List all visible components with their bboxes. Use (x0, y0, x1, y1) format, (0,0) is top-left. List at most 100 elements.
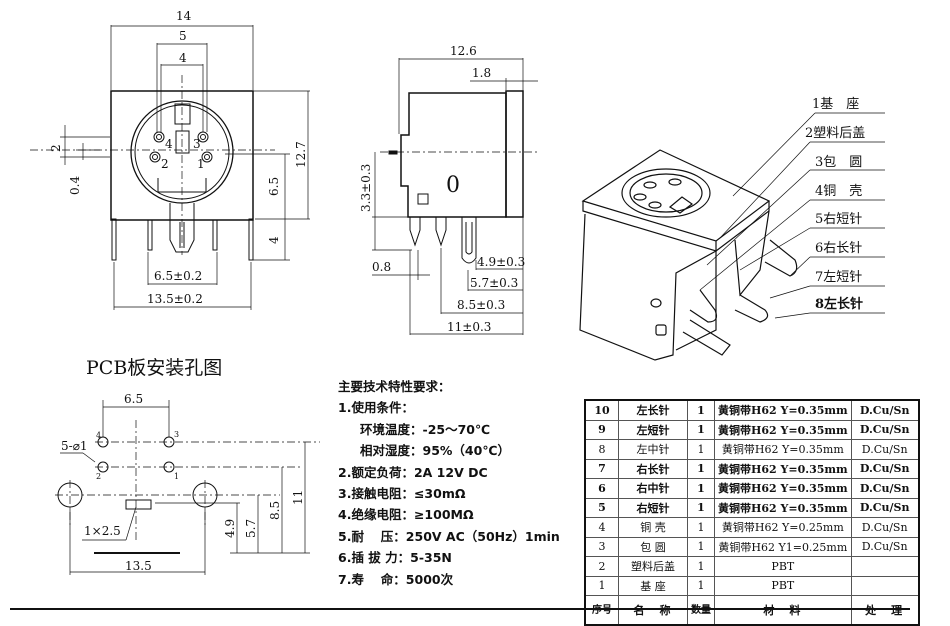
bom-cell: D.Cu/Sn (850, 399, 920, 421)
bom-cell: 6 (584, 478, 619, 499)
pin-number-2: 2 (161, 157, 169, 171)
bom-cell: PBT (714, 556, 852, 577)
bom-cell: 黄铜带H62 Y=0.35mm (714, 497, 852, 518)
bom-cell: 右短针 (618, 497, 688, 518)
dim-pin-4: 4 (267, 236, 281, 244)
dim-pin-span-inner: 6.5±0.2 (154, 269, 202, 283)
bom-cell: 1 (687, 478, 715, 499)
pcb-dim-holes: 5-⌀1 (61, 439, 88, 453)
bom-header-cell: 处 理 (850, 595, 920, 626)
bom-cell: D.Cu/Sn (850, 439, 920, 460)
bottom-divider (10, 608, 910, 610)
dim-pin-width-0-8: 0.8 (372, 260, 391, 274)
callout-8-left-long-pin: 8左长针 (815, 296, 863, 312)
front-dimension-lines (60, 25, 310, 310)
spec-line: 5.耐 压：250V AC（50Hz）1min (338, 528, 560, 544)
pcb-dim-8-5: 8.5 (268, 501, 282, 520)
dim-width-14: 14 (176, 9, 192, 23)
center-key (175, 130, 190, 154)
front-legs (111, 203, 254, 261)
bom-cell: 1 (687, 556, 715, 577)
bom-cell: 包 圆 (618, 536, 688, 557)
pcb-pin-4: 4 (96, 431, 101, 440)
pcb-dim-slot: 1×2.5 (84, 524, 121, 538)
bom-cell: 黄铜带H62 Y=0.35mm (714, 478, 852, 499)
bom-cell: D.Cu/Sn (850, 517, 920, 538)
bom-cell: 黄铜带H62 Y=0.35mm (714, 399, 852, 421)
callout-3-wrap: 3包 圆 (815, 155, 862, 170)
bom-cell: D.Cu/Sn (850, 458, 920, 479)
bom-cell: 10 (584, 399, 619, 421)
pin-number-1: 1 (197, 157, 205, 171)
side-dimension-lines (372, 58, 538, 335)
bom-cell: 1 (687, 399, 715, 421)
dim-spacing-5: 5 (179, 29, 187, 43)
bom-cell: 塑料后盖 (618, 556, 688, 577)
callout-5-right-short-pin: 5右短针 (815, 212, 862, 227)
dim-4-9: 4.9±0.3 (477, 255, 525, 269)
bom-cell: 1 (687, 536, 715, 557)
bom-cell: 8 (584, 439, 619, 460)
spec-line: 7.寿 命：5000次 (338, 571, 454, 587)
side-view: 0 12.6 1.8 3.3±0.3 0.8 4.9±0.3 5.7±0.3 8… (359, 44, 540, 335)
spec-line: 6.插 拔 力：5-35N (338, 550, 452, 566)
dim-center-3-3: 3.3±0.3 (359, 164, 373, 212)
pcb-title: PCB板安装孔图 (86, 357, 223, 379)
front-centerlines (30, 75, 275, 255)
dim-offset-0-4: 0.4 (68, 176, 82, 195)
dim-depth-12-6: 12.6 (450, 44, 477, 58)
bom-header-cell: 材 料 (714, 595, 852, 626)
bom-cell: 黄铜带H62 Y=0.35mm (714, 419, 852, 440)
callout-4-copper-shell: 4铜 壳 (815, 184, 862, 199)
dim-pin-span-outer: 13.5±0.2 (147, 292, 203, 306)
spec-line: 1.使用条件： (338, 400, 414, 416)
pcb-pin-1: 1 (174, 472, 179, 481)
specs-title: 主要技术特性要求： (338, 379, 451, 394)
bom-cell: 铜 壳 (618, 517, 688, 538)
pcb-pin-2: 2 (96, 472, 101, 481)
bom-cell: 1 (687, 497, 715, 518)
front-view: 4 3 2 1 (30, 9, 310, 310)
bom-cell: 黄铜带H62 Y1=0.25mm (714, 536, 852, 557)
dim-flange-1-8: 1.8 (472, 66, 491, 80)
bom-header-cell: 数量 (687, 595, 715, 626)
spec-line: 4.绝缘电阻：≥100MΩ (338, 507, 474, 523)
bom-cell: 7 (584, 458, 619, 479)
bom-cell: 1 (687, 575, 715, 596)
pcb-layout (55, 400, 320, 575)
bom-header-row: 序号名 称数量材 料处 理 (584, 595, 920, 626)
spec-line: 2.额定负荷：2A 12V DC (338, 464, 488, 480)
pin-number-4: 4 (165, 137, 173, 151)
callout-6-right-long-pin: 6右长针 (815, 241, 862, 256)
bom-cell: D.Cu/Sn (850, 478, 920, 499)
bom-header-cell: 序号 (584, 595, 619, 626)
callout-2-plastic-cover: 2塑料后盖 (805, 126, 865, 141)
dim-8-5: 8.5±0.3 (457, 298, 505, 312)
bom-cell: PBT (714, 575, 852, 596)
bom-cell: 9 (584, 419, 619, 440)
bom-cell: 1 (687, 517, 715, 538)
bom-cell: 1 (687, 458, 715, 479)
pcb-dim-13-5: 13.5 (125, 559, 152, 573)
specs-block: 主要技术特性要求： 1.使用条件： 环境温度：-25～70℃ 相对湿度：95%（… (338, 376, 560, 590)
dim-height-12-7: 12.7 (294, 141, 308, 168)
bom-cell: 左短针 (618, 419, 688, 440)
bom-cell: 黄铜带H62 Y=0.35mm (714, 439, 852, 460)
bom-cell: 2 (584, 556, 619, 577)
bom-cell: 4 (584, 517, 619, 538)
dim-11: 11±0.3 (447, 320, 491, 334)
pcb-dim-6-5: 6.5 (124, 392, 143, 406)
bom-cell: 右中针 (618, 478, 688, 499)
pcb-dim-11: 11 (291, 490, 305, 505)
bom-cell (850, 556, 920, 577)
dim-offset-2: 2 (49, 144, 63, 152)
bom-cell: 1 (687, 439, 715, 460)
